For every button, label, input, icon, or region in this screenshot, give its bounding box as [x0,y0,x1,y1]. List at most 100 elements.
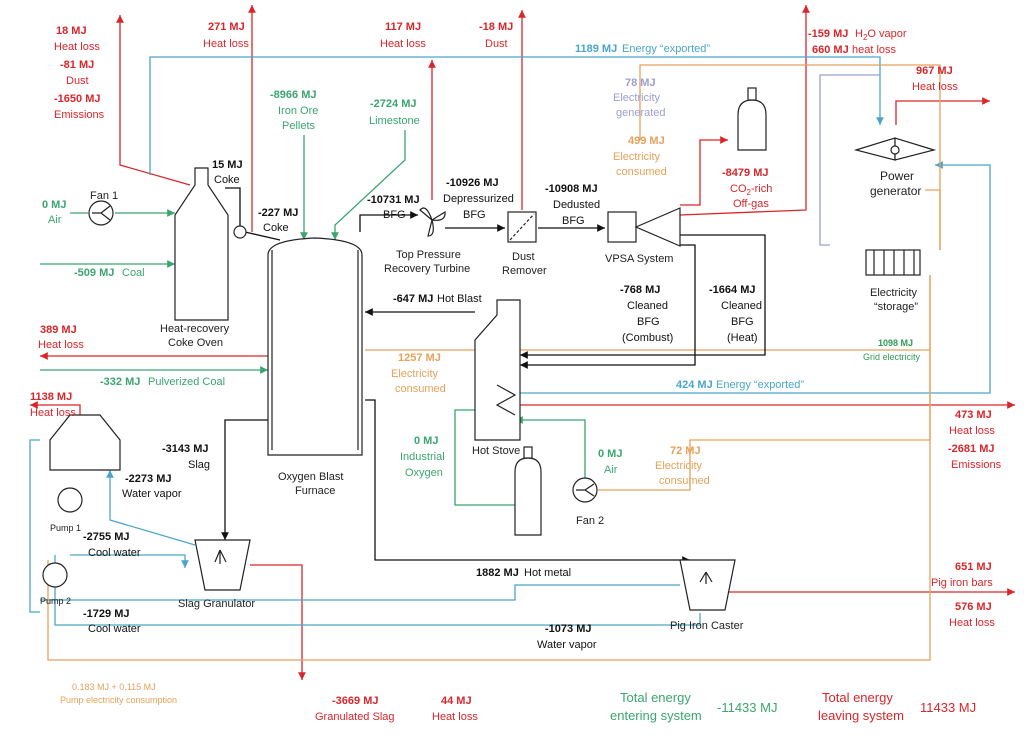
dust-18-value: -18 MJ [479,21,513,33]
cleaned-bfg-heat-label-3: (Heat) [727,332,758,344]
heat-loss-473-label: Heat loss [949,425,995,437]
pump-electricity-value: 0.183 MJ + 0.115 MJ [72,682,156,692]
power-generator-label-2: generator [870,184,921,198]
heat-loss-1138-value: 1138 MJ [30,391,72,403]
total-leaving-value: 11433 MJ [920,700,976,715]
electricity-1257-label-1: Electricity [391,368,439,380]
electricity-generated-value: 78 MJ [625,77,656,89]
totals: Total energy entering system -11433 MJ T… [610,690,976,723]
dust-remover-label-2: Remover [502,265,547,277]
vpsa-icon [607,211,637,243]
pump1-label: Pump 1 [50,523,81,533]
electricity-storage-icon [865,249,921,276]
heat-loss-271-value: 271 MJ [208,21,245,33]
grid-electricity-value: 1098 MJ [878,338,913,348]
heat-loss-44-label: Heat loss [432,711,478,723]
depressurized-bfg-value: -10926 MJ [446,177,499,189]
water-vapor-2273-value: -2273 MJ [125,473,171,485]
fan1-label: Fan 1 [90,190,118,202]
depressurized-bfg-label-1: Depressurized [443,193,514,205]
water-vapor-1073-line [54,555,701,626]
flow-labels: 18 MJ Heat loss -81 MJ Dust -1650 MJ Emi… [30,21,1002,723]
cleaned-bfg-heat-value: -1664 MJ [709,284,755,296]
bfg-10731-value: -10731 MJ [367,194,420,206]
slag-granulator-label: Slag Granulator [178,598,255,610]
coke-227-label: Coke [263,222,289,234]
pump1-icon [57,487,83,513]
hot-stove-icon [474,299,521,441]
pump-loop-line [40,584,680,601]
co2-offgas-value: -8479 MJ [722,167,768,179]
hot-blast-label: Hot Blast [437,293,482,305]
pig-iron-caster-label: Pig Iron Caster [670,620,744,632]
limestone-value: -2724 MJ [370,98,416,110]
cooling-tower-icon [49,414,121,471]
cleaned-bfg-combust-value: -768 MJ [620,284,660,296]
limestone-label: Limestone [369,115,420,127]
slag-3143-value: -3143 MJ [162,443,208,455]
electricity-generated-label-2: generated [616,107,666,119]
total-entering-label-1: Total energy [620,690,691,705]
electricity-72-label-2: consumed [659,475,710,487]
pulverized-coal-label: Pulverized Coal [148,376,225,388]
pig-iron-bars-label: Pig iron bars [931,577,993,589]
total-entering-value: -11433 MJ [717,700,777,715]
dust-remover-label-1: Dust [512,251,535,263]
heat-loss-389-label: Heat loss [38,339,84,351]
heat-loss-967-value: 967 MJ [916,65,953,77]
electricity-generated-line [819,74,880,246]
electricity-499-label-2: consumed [616,166,667,178]
coke-15-label: Coke [214,174,240,186]
depressurized-bfg-label-2: BFG [463,209,486,221]
heat-loss-473-value: 473 MJ [955,409,992,421]
coke-oven-emissions-value: -1650 MJ [54,93,100,105]
slag-line [221,419,268,540]
grid-electricity-label: Grid electricity [863,352,921,362]
water-vapor-2273-label: Water vapor [122,488,182,500]
h2o-vapor-value: -159 MJ [808,28,848,40]
emissions-2681-label: Emissions [951,459,1002,471]
dust-18-label: Dust [485,38,508,50]
cleaned-bfg-combust-label-2: BFG [637,316,660,328]
coke-oven-icon [174,167,229,321]
electricity-72-label-1: Electricity [655,460,703,472]
unit-labels: Fan 1 Heat-recovery Coke Oven Oxygen Bla… [40,169,921,632]
electricity-1257-value: 1257 MJ [398,352,441,364]
iron-ore-value: -8966 MJ [270,89,316,101]
hot-blast-value: -647 MJ [393,293,433,305]
energy-exported-424-label: Energy “exported” [716,379,804,391]
co2-offgas-line [680,136,728,206]
energy-exported-1189-label: Energy “exported” [622,43,710,55]
heat-loss-967-label: Heat loss [912,81,958,93]
heat-loss-117-value: 117 MJ [385,21,421,33]
granulated-slag-line [250,564,306,680]
storage-label-2: “storage” [874,301,918,313]
electricity-generated-label-1: Electricity [613,92,661,104]
dedusted-bfg-label-1: Dedusted [553,199,600,211]
electricity-499-label-1: Electricity [613,151,661,163]
coke-oven-label-2: Coke Oven [168,337,223,349]
heat-loss-44-value: 44 MJ [441,695,472,707]
electricity-499-line [639,64,941,250]
heat-loss-1138-label: Heat loss [30,407,76,419]
cool-water-1729-label: Cool water [88,623,141,635]
electricity-storage-line [925,189,941,250]
cleaned-bfg-combust-line [520,234,766,359]
limestone-line [331,130,406,240]
coke-oven-heat-loss-value: 18 MJ [56,25,87,37]
emissions-2681-value: -2681 MJ [948,443,994,455]
coke-227-value: -227 MJ [258,207,298,219]
cleaned-bfg-heat-line [520,244,696,369]
iron-ore-label-1: Iron Ore [278,105,318,117]
pump-electricity-line [47,275,931,661]
cleaned-bfg-combust-label-3: (Combust) [622,332,673,344]
fan2-label: Fan 2 [576,515,604,527]
cool-water-1729-value: -1729 MJ [83,608,129,620]
cool-water-2755-value: -2755 MJ [83,531,129,543]
air-fan2-value: 0 MJ [598,448,622,460]
heat-loss-660-label: heat loss [852,44,897,56]
slag-granulator-icon [194,539,251,591]
cleaned-bfg-combust-label-1: Cleaned [627,300,668,312]
coal-509-label: Coal [122,267,145,279]
